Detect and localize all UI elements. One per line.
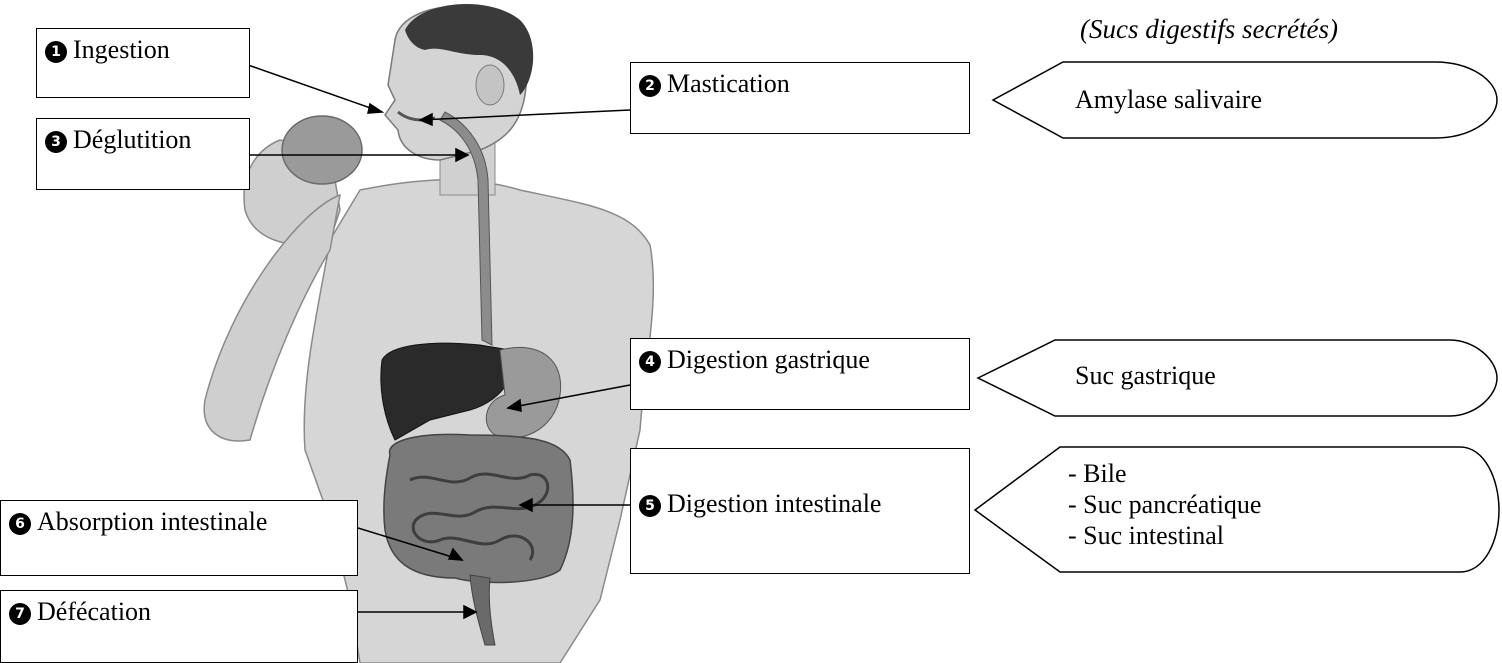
step-number-badge: 1 <box>45 41 67 63</box>
step-number-badge: 3 <box>45 131 67 153</box>
step-label: Ingestion <box>73 35 170 64</box>
juice-amylase-salivaire: Amylase salivaire <box>1075 84 1262 115</box>
step-digestion-gastrique: 4 Digestion gastrique <box>630 338 970 410</box>
juices-header: (Sucs digestifs secrétés) <box>1080 14 1338 45</box>
step-ingestion: 1 Ingestion <box>36 28 250 98</box>
step-number-badge: 6 <box>9 513 31 535</box>
juice-arrow-gastric <box>978 340 1497 416</box>
step-deglutition: 3 Déglutition <box>36 118 250 190</box>
step-number-badge: 5 <box>639 495 661 517</box>
juice-suc-gastrique: Suc gastrique <box>1075 360 1216 391</box>
step-number-badge: 2 <box>639 75 661 97</box>
juice-list-intestinal: - Bile - Suc pancréatique - Suc intestin… <box>1068 458 1261 552</box>
step-mastication: 2 Mastication <box>630 62 970 134</box>
step-label: Défécation <box>37 597 151 626</box>
pointer-ingestion <box>248 65 382 112</box>
juice-item-suc-intestinal: - Suc intestinal <box>1068 520 1261 551</box>
step-label: Digestion intestinale <box>667 489 881 518</box>
step-absorption-intestinale: 6 Absorption intestinale <box>0 500 358 576</box>
step-label: Mastication <box>667 69 790 98</box>
ear <box>476 65 504 105</box>
juice-item-suc-pancreatique: - Suc pancréatique <box>1068 489 1261 520</box>
step-number-badge: 7 <box>9 603 31 625</box>
step-label: Déglutition <box>73 125 191 154</box>
juice-item-bile: - Bile <box>1068 458 1261 489</box>
step-defecation: 7 Défécation <box>0 590 358 663</box>
step-label: Digestion gastrique <box>667 345 870 374</box>
step-label: Absorption intestinale <box>37 507 267 536</box>
step-number-badge: 4 <box>639 351 661 373</box>
food-bread <box>282 116 362 184</box>
large-intestine <box>384 434 573 582</box>
step-digestion-intestinale: 5 Digestion intestinale <box>630 448 970 574</box>
